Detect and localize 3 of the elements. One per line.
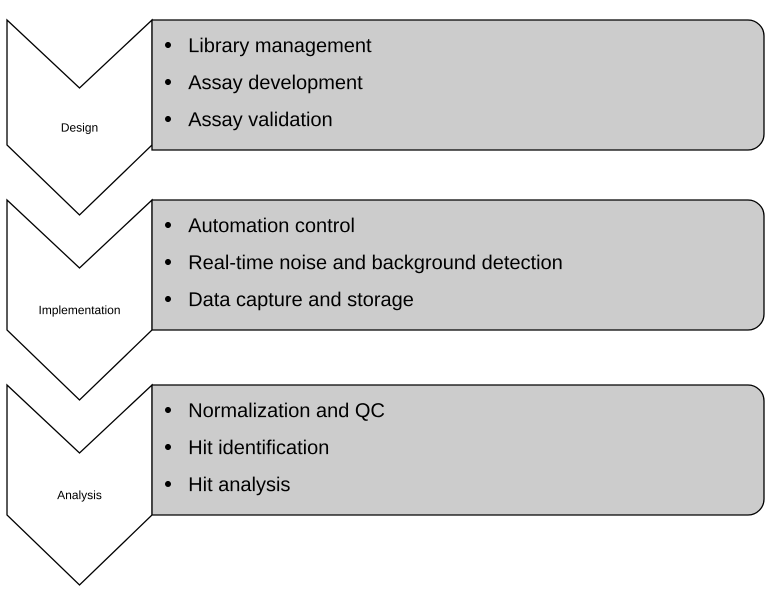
list-box: Library management Assay development Assay validation <box>151 19 765 151</box>
list-box: Normalization and QC Hit identification Hit analysis <box>151 384 765 516</box>
list-box: Automation control Real-time noise and background detection Data capture and storage <box>151 199 765 331</box>
